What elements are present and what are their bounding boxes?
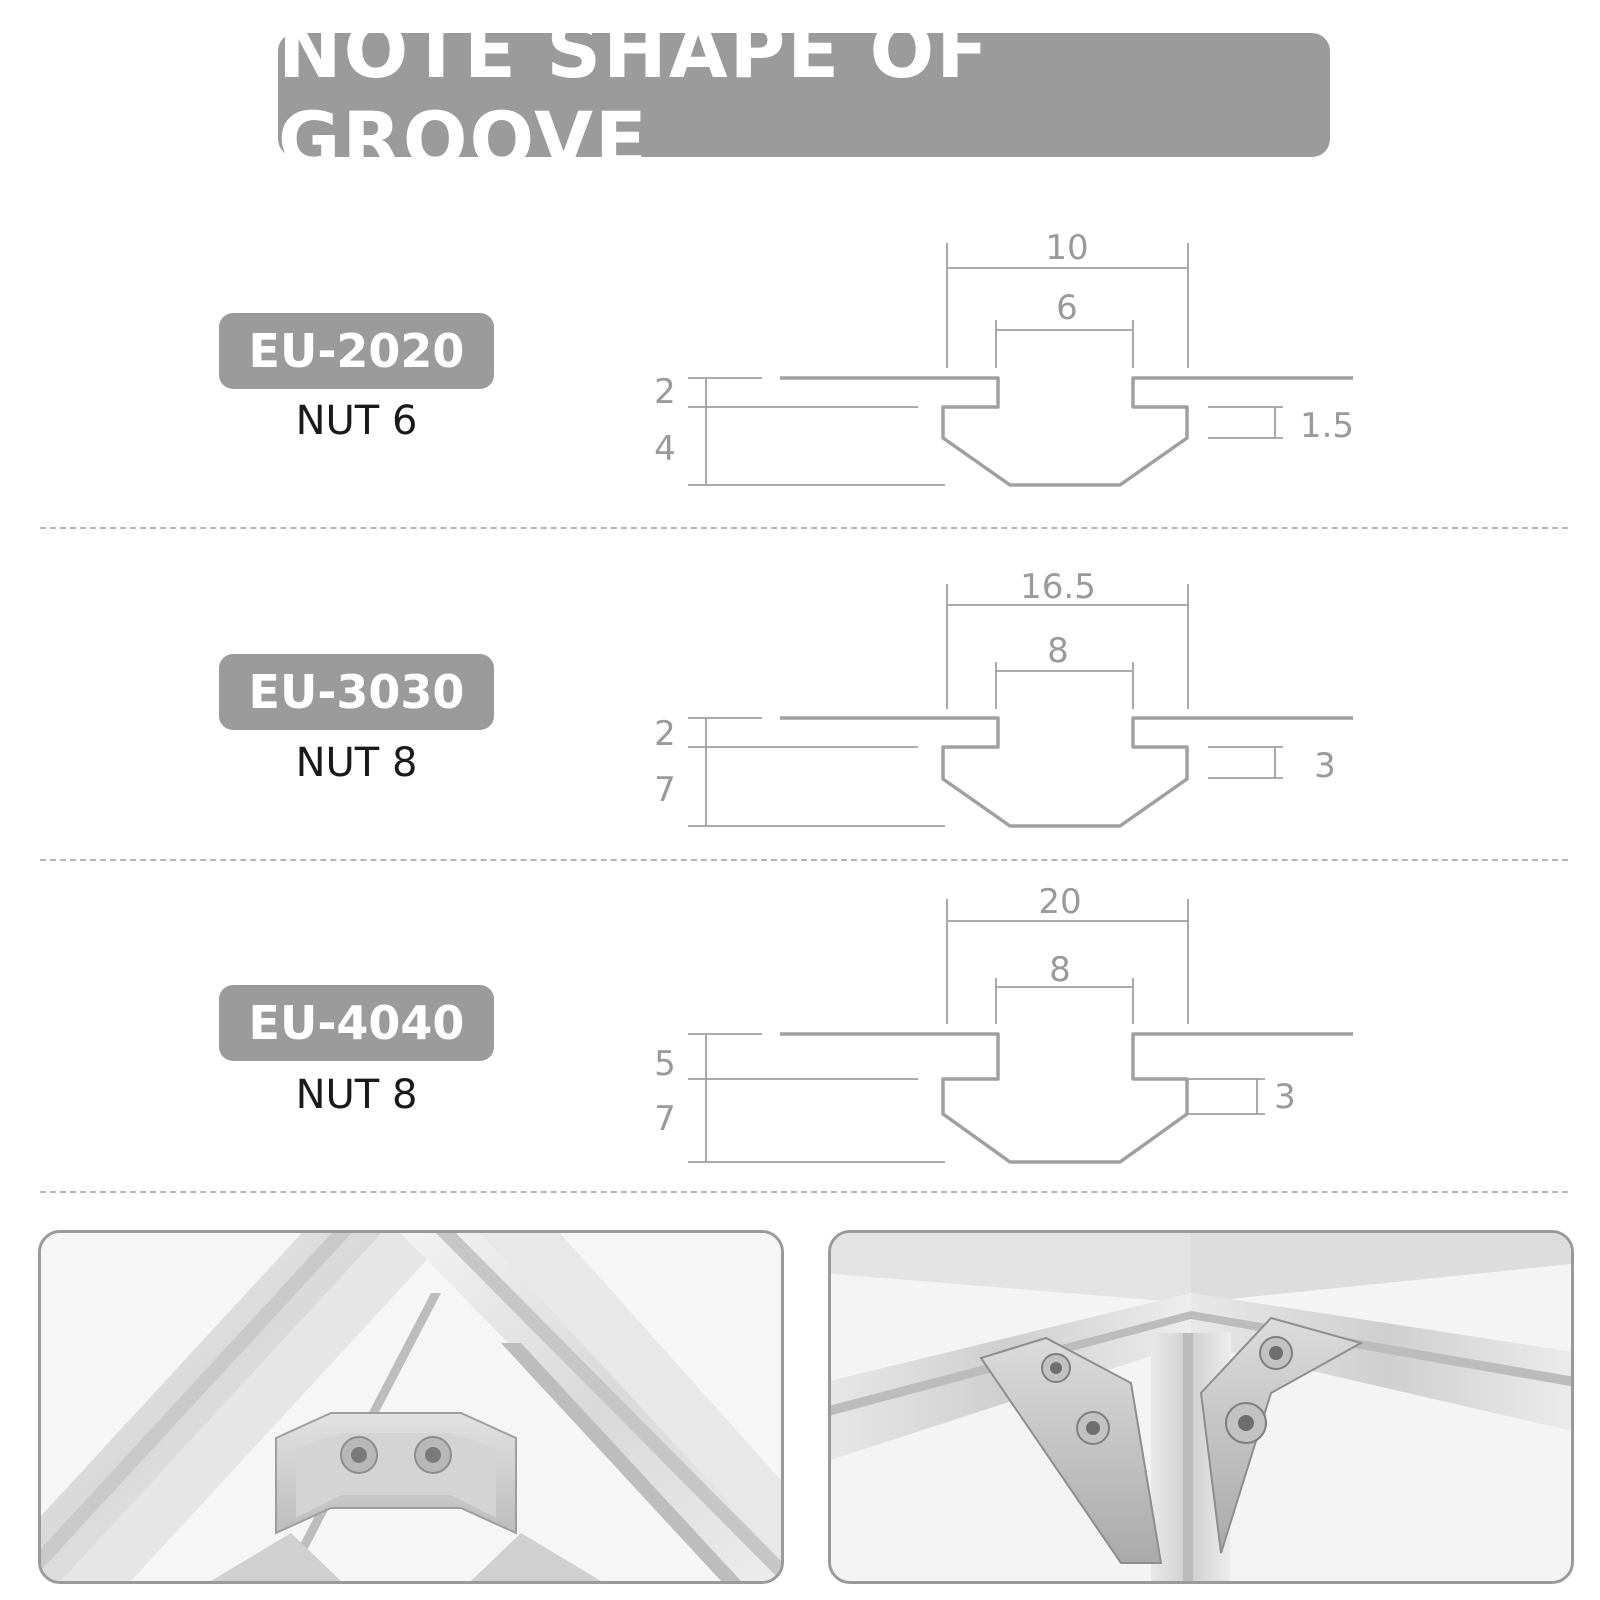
nut-label-eu-4040: NUT 8: [295, 1072, 418, 1118]
profile-label-eu-2020: EU-2020: [219, 313, 494, 389]
groove-diagram-eu-3030: 16.5 8 2 7 3: [654, 567, 1353, 828]
dim-side-height: 1.5: [1300, 406, 1354, 446]
dim-side-height: 3: [1274, 1077, 1296, 1117]
dim-top-depth: 5: [654, 1044, 676, 1084]
dim-outer-width: 20: [1038, 882, 1081, 922]
profile-label-eu-4040: EU-4040: [219, 985, 494, 1061]
corner-bracket-photo: [38, 1230, 784, 1584]
section-divider: [40, 527, 1568, 529]
nut-label-eu-2020: NUT 6: [295, 398, 418, 444]
title-banner: NOTE SHAPE OF GROOVE: [278, 6, 1330, 184]
profile-label-eu-3030: EU-3030: [219, 654, 494, 730]
section-divider: [40, 1191, 1568, 1193]
dim-outer-width: 10: [1045, 228, 1088, 268]
dim-inner-width: 8: [1049, 950, 1071, 990]
dim-top-depth: 2: [654, 372, 676, 412]
dim-bottom-depth: 7: [654, 1099, 676, 1139]
page-title: NOTE SHAPE OF GROOVE: [278, 6, 991, 184]
dim-inner-width: 8: [1047, 631, 1069, 671]
dim-top-depth: 2: [654, 714, 676, 754]
dim-bottom-depth: 4: [654, 429, 676, 469]
three-way-bracket-photo: [828, 1230, 1574, 1584]
groove-diagram-eu-4040: 20 8 5 7 3: [654, 882, 1353, 1164]
groove-diagram-eu-2020: 10 6 2 4 1.5: [654, 228, 1354, 487]
nut-label-eu-3030: NUT 8: [295, 740, 418, 786]
dim-bottom-depth: 7: [654, 770, 676, 810]
dim-inner-width: 6: [1056, 288, 1078, 328]
section-divider: [40, 859, 1568, 861]
dim-outer-width: 16.5: [1020, 567, 1096, 607]
dim-side-height: 3: [1314, 746, 1336, 786]
